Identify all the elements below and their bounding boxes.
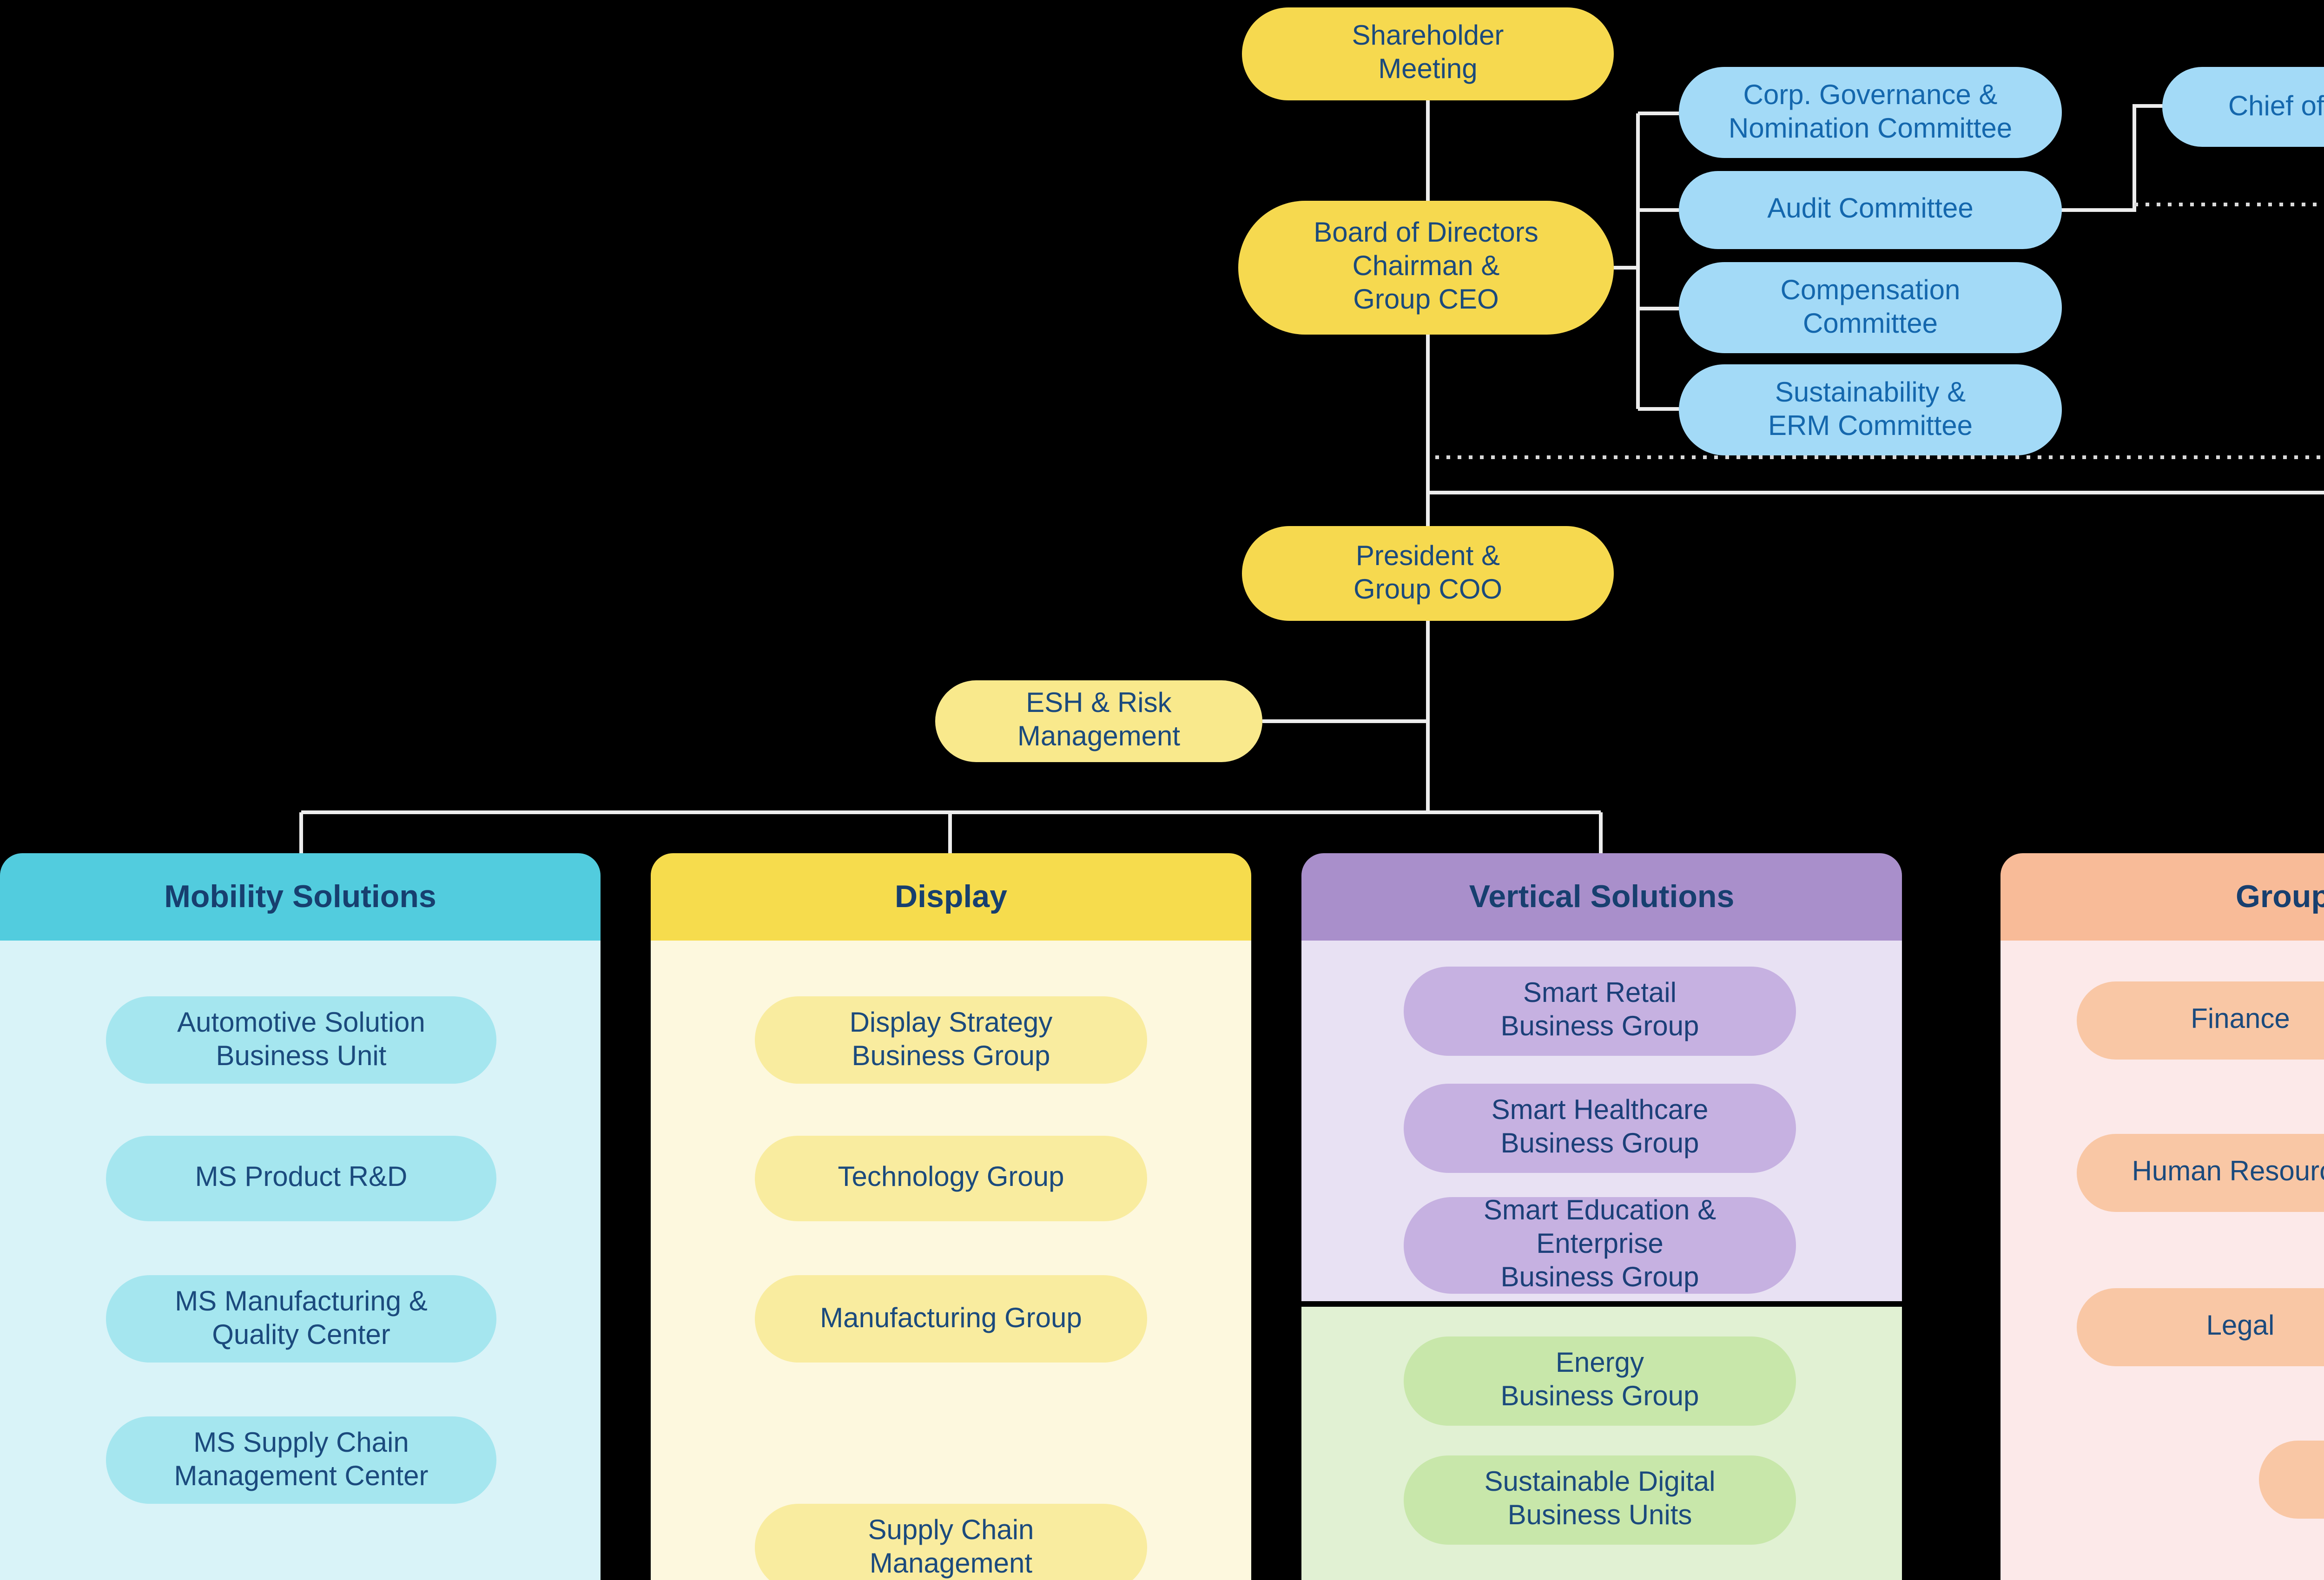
node-chief-of-compliance: Chief of Compliance bbox=[2162, 67, 2324, 147]
column-group-infrastructure-body: Finance Digital Technology Human Resourc… bbox=[2000, 941, 2324, 1580]
node-board-of-directors: Board of Directors Chairman & Group CEO bbox=[1238, 201, 1614, 335]
node-smart-education-enterprise-business-group: Smart Education & Enterprise Business Gr… bbox=[1404, 1196, 1796, 1294]
column-display-title: Display bbox=[651, 853, 1251, 941]
node-shareholder-meeting: Shareholder Meeting bbox=[1242, 7, 1614, 100]
node-supply-chain-management: Supply Chain Management bbox=[755, 1504, 1147, 1580]
node-esh-risk-management: ESH & Risk Management bbox=[935, 680, 1262, 762]
node-manufacturing-group: Manufacturing Group bbox=[755, 1275, 1147, 1363]
node-compensation-committee: Compensation Committee bbox=[1679, 262, 2062, 353]
node-display-strategy-business-group: Display Strategy Business Group bbox=[755, 996, 1147, 1084]
column-group-infrastructure: Group Infrastructure Unit Finance Digita… bbox=[2000, 853, 2324, 1580]
column-energy-sustainable-body: Energy Business Group Sustainable Digita… bbox=[1301, 1307, 1902, 1580]
node-auditing: Auditing bbox=[2259, 1441, 2324, 1519]
column-vertical-solutions-body: Smart Retail Business Group Smart Health… bbox=[1301, 941, 1902, 1301]
column-mobility-body: Automotive Solution Business Unit MS Pro… bbox=[0, 941, 601, 1580]
node-human-resource: Human Resource bbox=[2077, 1134, 2324, 1212]
node-ms-manufacturing-quality-center: MS Manufacturing & Quality Center bbox=[106, 1275, 496, 1363]
column-mobility: Mobility Solutions Automotive Solution B… bbox=[0, 853, 601, 1580]
column-display-body: Display Strategy Business Group Technolo… bbox=[651, 941, 1251, 1580]
node-legal: Legal bbox=[2077, 1288, 2324, 1366]
node-sustainable-digital-business-units: Sustainable Digital Business Units bbox=[1404, 1455, 1796, 1545]
column-vertical-solutions: Vertical Solutions Smart Retail Business… bbox=[1301, 853, 1902, 1580]
node-automotive-solution-business-unit: Automotive Solution Business Unit bbox=[106, 996, 496, 1084]
column-display: Display Display Strategy Business Group … bbox=[651, 853, 1251, 1580]
column-group-infrastructure-title: Group Infrastructure Unit bbox=[2000, 853, 2324, 941]
column-mobility-title: Mobility Solutions bbox=[0, 853, 601, 941]
node-president-group-coo: President & Group COO bbox=[1242, 526, 1614, 621]
column-section-divider bbox=[1301, 1301, 1902, 1307]
node-energy-business-group: Energy Business Group bbox=[1404, 1336, 1796, 1426]
node-smart-retail-business-group: Smart Retail Business Group bbox=[1404, 967, 1796, 1056]
node-ms-supply-chain-management-center: MS Supply Chain Management Center bbox=[106, 1416, 496, 1504]
column-vertical-solutions-title: Vertical Solutions bbox=[1301, 853, 1902, 941]
node-finance: Finance bbox=[2077, 981, 2324, 1060]
node-sustainability-erm-committee: Sustainability & ERM Committee bbox=[1679, 364, 2062, 455]
node-corp-governance-nomination-committee: Corp. Governance & Nomination Committee bbox=[1679, 67, 2062, 158]
node-technology-group: Technology Group bbox=[755, 1136, 1147, 1221]
node-smart-healthcare-business-group: Smart Healthcare Business Group bbox=[1404, 1084, 1796, 1173]
node-ms-product-rd: MS Product R&D bbox=[106, 1136, 496, 1221]
node-audit-committee: Audit Committee bbox=[1679, 171, 2062, 249]
